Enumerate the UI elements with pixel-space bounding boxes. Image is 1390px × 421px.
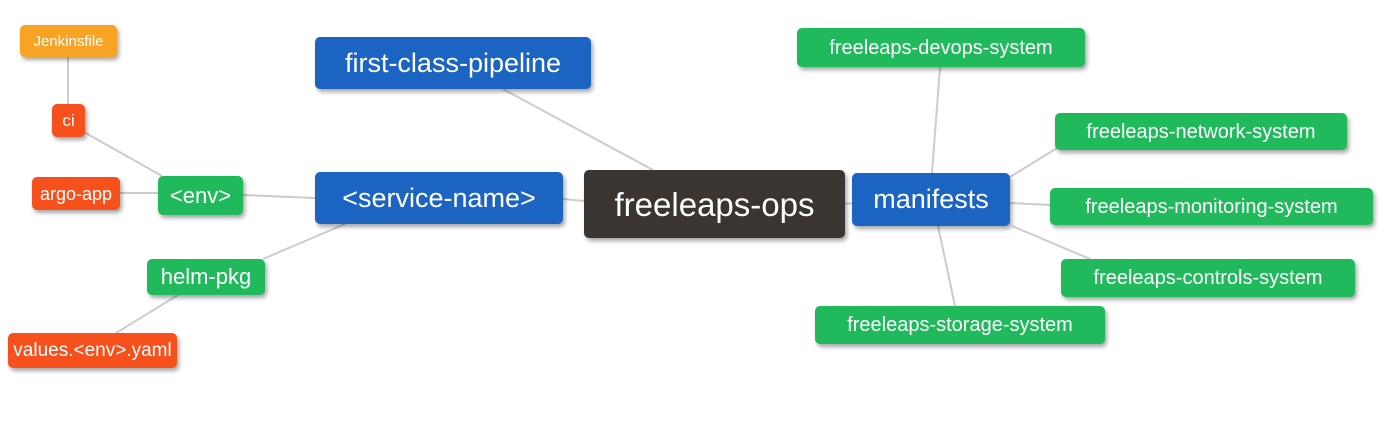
node-freeleaps-ops[interactable]: freeleaps-ops	[584, 170, 845, 238]
node-env[interactable]: <env>	[158, 176, 243, 215]
node-label: Jenkinsfile	[33, 32, 104, 50]
node-controls-system[interactable]: freeleaps-controls-system	[1061, 259, 1355, 297]
node-ci[interactable]: ci	[52, 104, 85, 137]
node-helm-pkg[interactable]: helm-pkg	[147, 259, 265, 295]
node-label: manifests	[873, 184, 989, 214]
edge-manifests-monitoring-system	[1009, 202, 1051, 206]
node-monitoring-system[interactable]: freeleaps-monitoring-system	[1050, 188, 1373, 225]
node-label: freeleaps-ops	[614, 185, 815, 223]
node-label: <env>	[169, 182, 232, 208]
node-label: ci	[62, 111, 75, 130]
node-service-name[interactable]: <service-name>	[315, 172, 563, 224]
node-devops-system[interactable]: freeleaps-devops-system	[797, 28, 1085, 67]
node-argo-app[interactable]: argo-app	[32, 177, 120, 210]
node-label: freeleaps-monitoring-system	[1085, 195, 1338, 218]
edge-env-service-name	[242, 194, 316, 199]
node-first-class-pipeline[interactable]: first-class-pipeline	[315, 37, 591, 89]
node-label: freeleaps-controls-system	[1093, 267, 1323, 289]
edge-manifests-controls-system	[1011, 225, 1091, 260]
edge-manifests-devops-system	[931, 66, 941, 174]
edge-service-name-helm-pkg	[262, 223, 346, 260]
node-label: values.<env>.yaml	[13, 340, 172, 361]
node-label: first-class-pipeline	[344, 47, 562, 78]
node-storage-system[interactable]: freeleaps-storage-system	[815, 306, 1105, 344]
node-label: freeleaps-devops-system	[829, 36, 1053, 59]
edge-helm-pkg-values-env-yaml	[115, 294, 179, 334]
edge-ci-env	[83, 131, 163, 177]
node-values-env-yaml[interactable]: values.<env>.yaml	[8, 333, 177, 368]
node-jenkinsfile[interactable]: Jenkinsfile	[20, 25, 117, 57]
edge-service-name-freeleaps-ops	[562, 198, 585, 202]
node-label: <service-name>	[342, 182, 536, 213]
node-manifests[interactable]: manifests	[852, 173, 1010, 226]
edge-first-class-pipeline-freeleaps-ops	[502, 88, 654, 171]
node-label: freeleaps-storage-system	[847, 314, 1073, 336]
node-label: argo-app	[39, 183, 113, 204]
edge-freeleaps-ops-manifests	[844, 202, 854, 205]
edge-manifests-storage-system	[937, 225, 956, 307]
node-network-system[interactable]: freeleaps-network-system	[1055, 113, 1347, 150]
edge-manifests-network-system	[1009, 147, 1058, 178]
node-label: freeleaps-network-system	[1086, 120, 1316, 143]
node-label: helm-pkg	[160, 264, 252, 289]
